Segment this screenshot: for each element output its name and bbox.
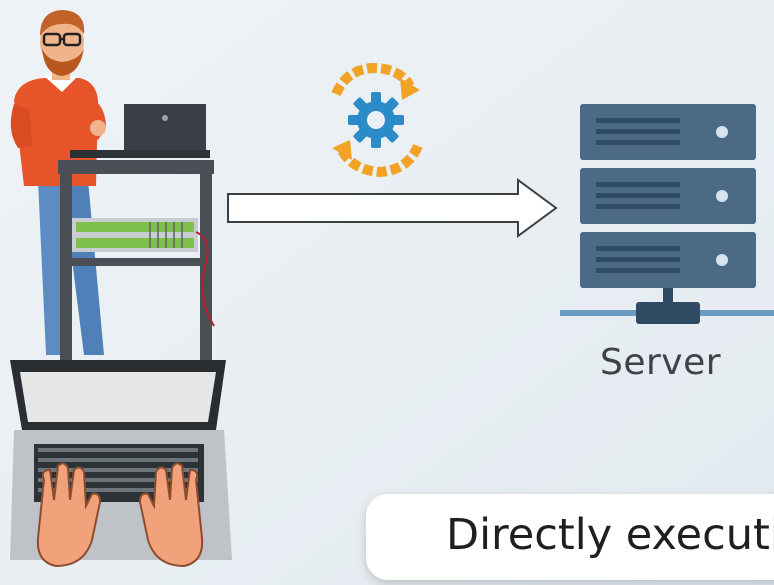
server-label: Server xyxy=(600,342,722,383)
server-unit xyxy=(580,232,756,288)
laptop-typing-icon xyxy=(10,360,232,568)
server-rack-icon xyxy=(560,104,774,324)
caption-box: Directly executi xyxy=(366,494,774,580)
workstation-rack xyxy=(58,160,215,360)
network-connector xyxy=(636,302,700,324)
caption-text: Directly executi xyxy=(446,510,774,560)
right-arrow-icon xyxy=(227,178,558,238)
gear-sync-icon xyxy=(331,62,423,178)
server-unit xyxy=(580,104,756,160)
workstation-laptop xyxy=(70,104,210,158)
server-unit xyxy=(580,168,756,224)
